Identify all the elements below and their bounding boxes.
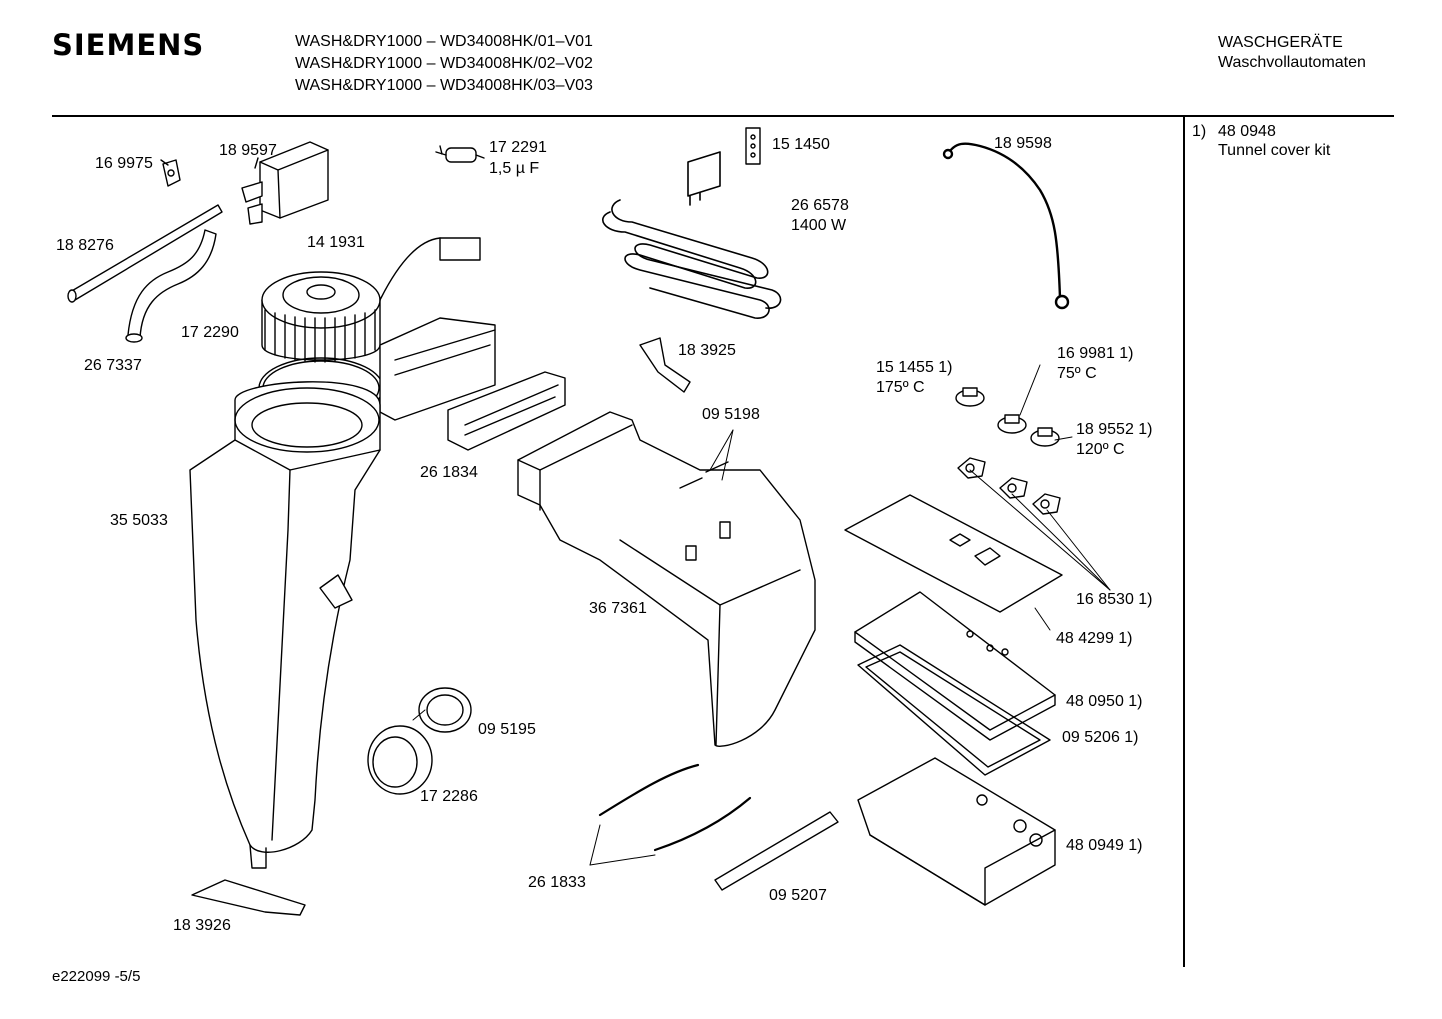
bracket-upper-part — [639, 337, 691, 393]
label-26-7337: 26 7337 — [84, 357, 142, 374]
label-26-6578: 26 6578 — [791, 197, 849, 214]
thermostat-120-part — [1030, 427, 1060, 447]
label-48-0949: 48 0949 1) — [1066, 837, 1143, 854]
label-15-1455: 15 1455 1) — [876, 359, 953, 376]
hose-part — [942, 142, 1070, 310]
label-09-5195: 09 5195 — [478, 721, 536, 738]
model-line: WASH&DRY1000 – WD34008HK/03–V03 — [295, 77, 593, 94]
suppressor-part — [241, 141, 329, 225]
thermostat-175-part — [955, 387, 985, 407]
footnote-description: Tunnel cover kit — [1218, 142, 1331, 159]
category-subtitle: Waschvollautomaten — [1218, 54, 1366, 71]
label-48-0950: 48 0950 1) — [1066, 693, 1143, 710]
label-15-1450: 15 1450 — [772, 136, 830, 153]
condenser-housing-part — [517, 411, 816, 747]
label-17-2291: 17 2291 — [489, 139, 547, 156]
label-48-4299: 48 4299 1) — [1056, 630, 1133, 647]
terminal-plate-part — [745, 127, 761, 165]
product-category: WASCHGERÄTE Waschvollautomaten — [1218, 33, 1366, 73]
model-line: WASH&DRY1000 – WD34008HK/02–V02 — [295, 55, 593, 72]
seal-frame-part — [857, 644, 1051, 776]
label-16-9975: 16 9975 — [95, 155, 153, 172]
tunnel-cover-part — [854, 591, 1056, 741]
label-35-5033: 35 5033 — [110, 512, 168, 529]
footnote-part: 48 0948 — [1218, 123, 1276, 140]
seal-ring-part — [418, 687, 472, 733]
label-18-8276: 18 8276 — [56, 237, 114, 254]
clamp-part — [598, 763, 752, 852]
air-duct-part — [189, 381, 381, 869]
label-capacitor-spec: 1,5 µ F — [489, 160, 540, 177]
label-18-3926: 18 3926 — [173, 917, 231, 934]
label-14-1931: 14 1931 — [307, 234, 365, 251]
model-line: WASH&DRY1000 – WD34008HK/01–V01 — [295, 33, 593, 50]
label-26-1833: 26 1833 — [528, 874, 586, 891]
bracket-lower-part — [714, 811, 839, 891]
fan-motor-part — [261, 237, 481, 363]
label-17-2286: 17 2286 — [420, 788, 478, 805]
clip-part — [160, 159, 181, 187]
label-18-9598: 18 9598 — [994, 135, 1052, 152]
thermostat-75-part — [997, 414, 1027, 434]
label-thermostat-175-spec: 175º C — [876, 379, 925, 396]
label-16-8530: 16 8530 1) — [1076, 591, 1153, 608]
capacitor-part — [435, 145, 485, 163]
label-thermostat-120-spec: 120º C — [1076, 441, 1125, 458]
label-thermostat-75-spec: 75º C — [1057, 365, 1097, 382]
document-code: e222099 -5/5 — [52, 968, 141, 985]
filter-part — [447, 371, 566, 451]
label-09-5207: 09 5207 — [769, 887, 827, 904]
label-09-5206: 09 5206 1) — [1062, 729, 1139, 746]
model-list: WASH&DRY1000 – WD34008HK/01–V01 WASH&DRY… — [295, 31, 593, 97]
label-18-9597: 18 9597 — [219, 142, 277, 159]
label-heater-spec: 1400 W — [791, 217, 847, 234]
footnote-kit: 1) 48 0948 Tunnel cover kit — [1192, 122, 1330, 160]
notes-divider — [1183, 117, 1185, 967]
label-36-7361: 36 7361 — [589, 600, 647, 617]
label-09-5198: 09 5198 — [702, 406, 760, 423]
heater-element-part — [602, 151, 782, 319]
label-17-2290: 17 2290 — [181, 324, 239, 341]
footnote-marker: 1) — [1192, 123, 1207, 140]
header-divider — [52, 115, 1394, 117]
label-26-1834: 26 1834 — [420, 464, 478, 481]
cover-plate-part — [844, 494, 1063, 613]
label-18-9552: 18 9552 1) — [1076, 421, 1153, 438]
connector-ring-part — [367, 725, 433, 795]
siemens-logo: SIEMENS — [52, 28, 205, 62]
rod-part — [67, 204, 223, 303]
category-title: WASCHGERÄTE — [1218, 34, 1343, 51]
gasket-part — [957, 457, 1061, 515]
bracket-bottom-part — [191, 879, 306, 916]
label-16-9981: 16 9981 1) — [1057, 345, 1134, 362]
cover-box-part — [857, 757, 1056, 906]
label-18-3925: 18 3925 — [678, 342, 736, 359]
leader-lines — [412, 364, 1111, 866]
bent-tube-part — [125, 229, 217, 343]
